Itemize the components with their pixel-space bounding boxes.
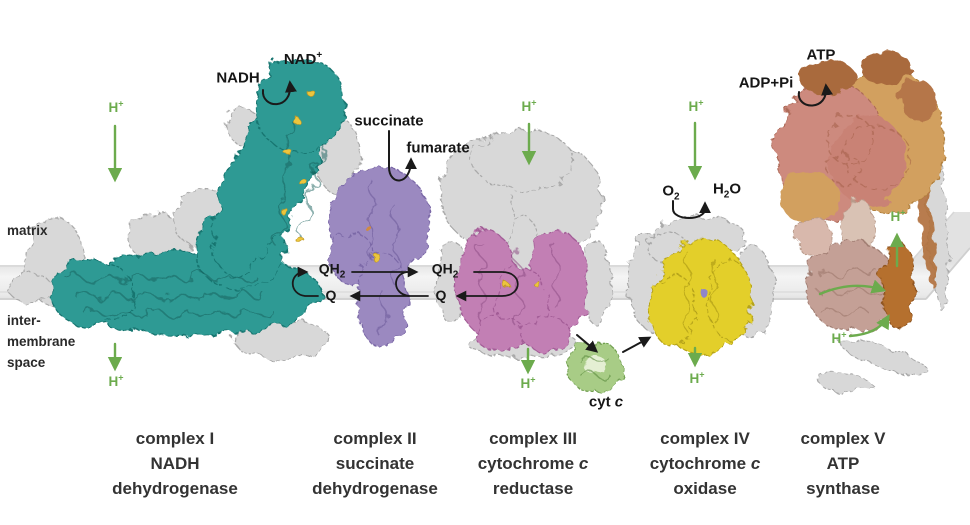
nad-plus-label: NAD+ [283, 50, 323, 68]
h-plus-label-8: H+ [831, 329, 847, 346]
proton-rotation-arrow [818, 279, 887, 296]
caption-complex-2: complex II succinate dehydrogenase [312, 429, 438, 498]
complex-3-structure [436, 129, 612, 358]
complex-4-structure [627, 215, 775, 355]
adp-atp-arrow [797, 83, 834, 107]
complex-2-structure [329, 166, 431, 349]
h-plus-label-6: H+ [689, 369, 705, 386]
o2-label: O2 [662, 182, 680, 203]
matrix-label: matrix [7, 223, 48, 238]
q-cycle-arrows [291, 266, 519, 302]
succinate-label: succinate [354, 112, 424, 130]
nadh-label: NADH [216, 69, 260, 87]
h-plus-label-7: H+ [890, 207, 906, 224]
fumarate-label: fumarate [406, 139, 470, 157]
q-label-2: Q [435, 287, 447, 303]
h-plus-label-4: H+ [108, 372, 124, 389]
h-plus-label-2: H+ [521, 97, 537, 114]
complex-1-structure [7, 56, 361, 361]
h-plus-label-3: H+ [688, 97, 704, 114]
complex-4-metal-site [698, 287, 706, 295]
cyt-c-label: cyt c [588, 393, 624, 411]
q-label-1: Q [325, 287, 337, 303]
nadh-nad-arrow [261, 80, 297, 106]
proton-entry-arrow [848, 314, 890, 338]
intermembrane-space-label: inter- membrane space [7, 313, 76, 370]
complex-2-fad-dot [372, 253, 382, 263]
o2-h2o-arrow [672, 200, 711, 219]
h-plus-label-1: H+ [108, 98, 124, 115]
h-plus-label-5: H+ [520, 374, 536, 391]
caption-complex-4: complex IV cytochrome c oxidase [649, 429, 761, 498]
caption-complex-5: complex V ATP synthase [800, 429, 886, 498]
qh2-label-1: QH2 [318, 260, 346, 281]
qh2-label-2: QH2 [431, 260, 459, 281]
succinate-fumarate-arrow [388, 130, 417, 182]
caption-complex-1: complex I NADH dehydrogenase [112, 429, 238, 498]
caption-complex-3: complex III cytochrome c reductase [477, 429, 589, 498]
cyt-c-structure [566, 341, 624, 393]
cyt-c-transfer-arrows [576, 334, 652, 353]
h2o-label: H2O [712, 180, 742, 201]
adp-pi-label: ADP+Pi [738, 74, 794, 92]
atp-label: ATP [806, 46, 836, 64]
complex-1-cofactor-dots [281, 88, 314, 242]
proton-arrows [107, 121, 905, 375]
